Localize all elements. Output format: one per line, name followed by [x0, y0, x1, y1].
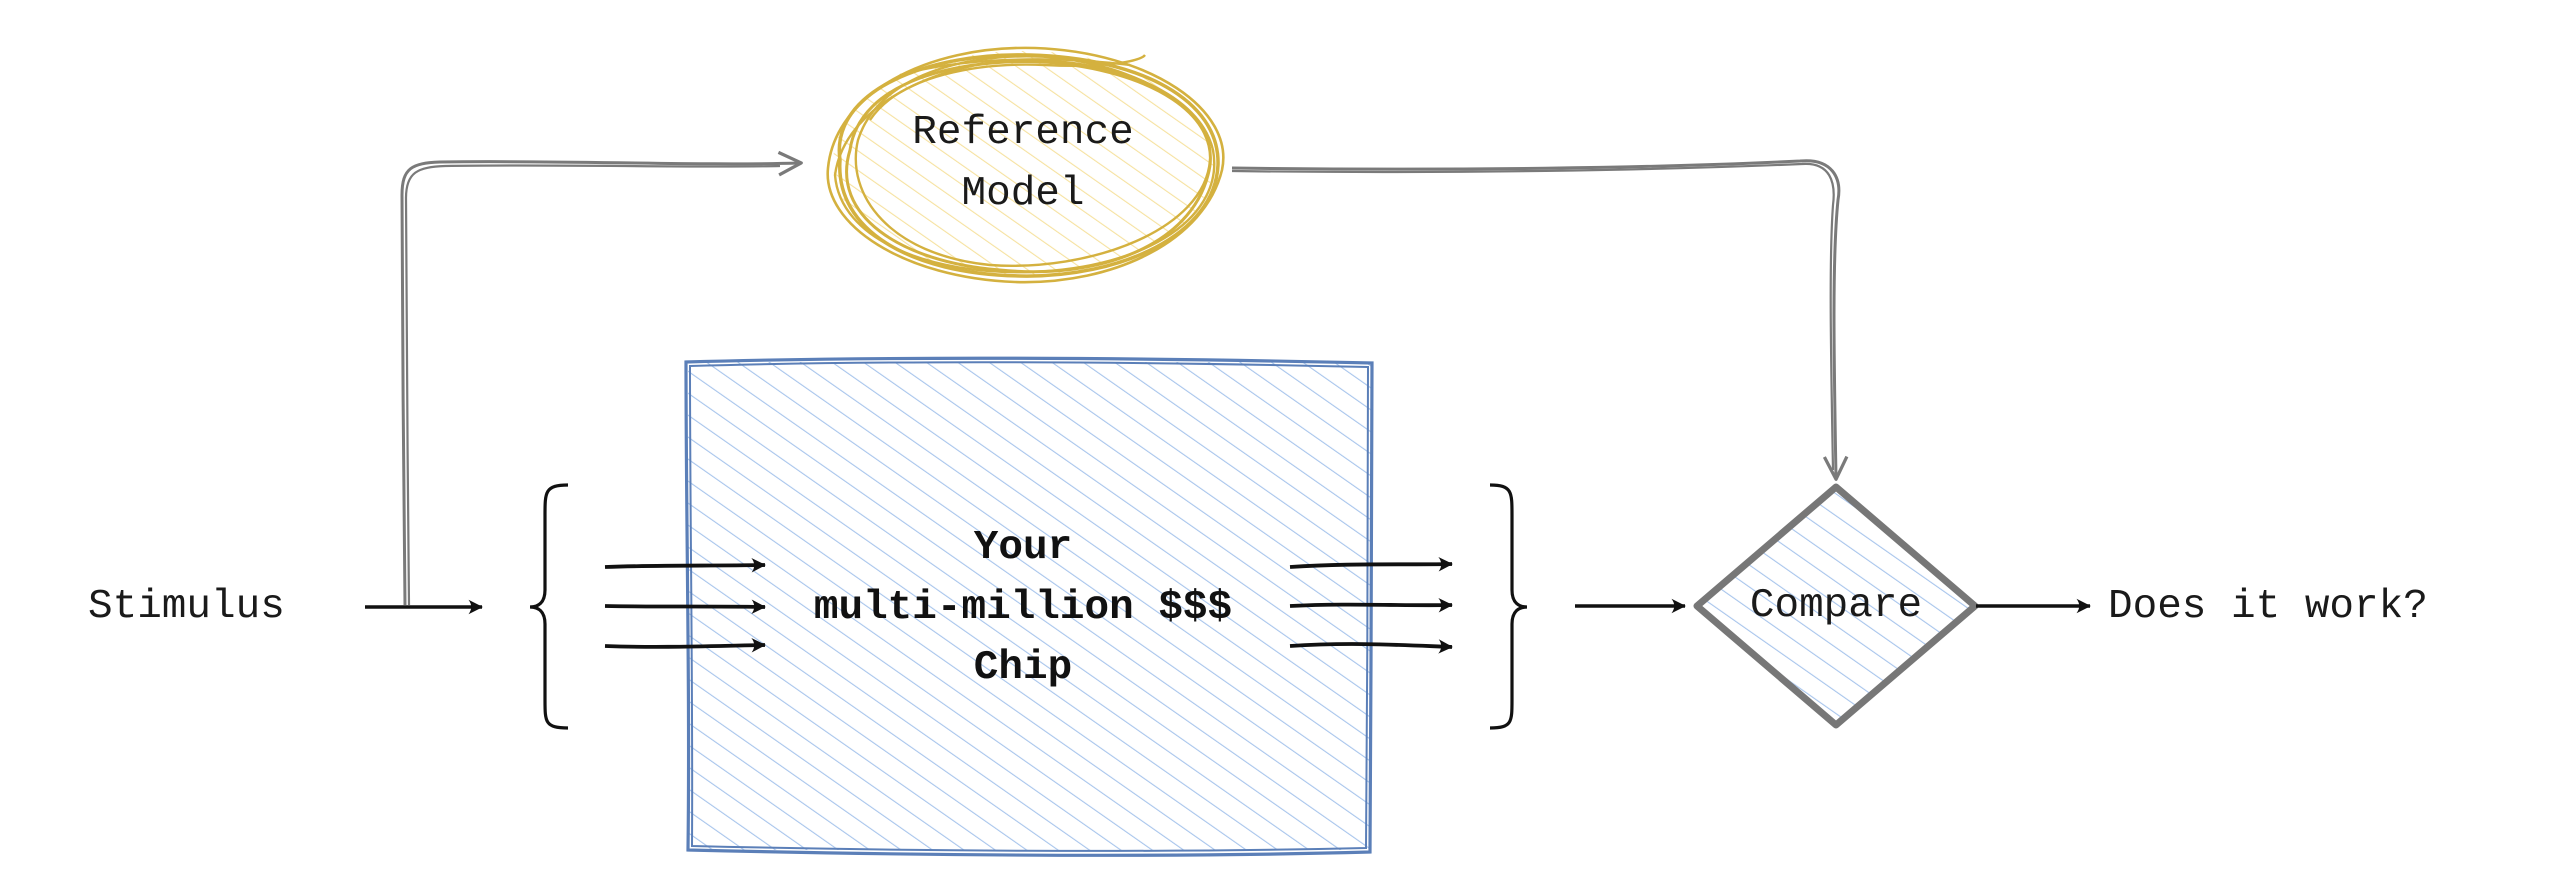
compare-node: Compare: [1693, 483, 1979, 729]
chip-output-arrows: [1289, 557, 1453, 654]
chip-input-arrow-3: [604, 638, 766, 653]
reference-model-outline: [837, 53, 1220, 278]
chip-label-line1: Your: [974, 525, 1072, 571]
chip-label-line3: Chip: [974, 645, 1072, 691]
reference-model-node: Reference Model: [826, 46, 1225, 284]
stimulus-label: Stimulus: [88, 584, 285, 630]
compare-outline: [1693, 483, 1979, 729]
chip-outline: [684, 356, 1374, 857]
input-brace: [529, 483, 569, 730]
reference-model-label-line2: Model: [961, 171, 1084, 217]
chip-label-line2: multi-million $$$: [814, 585, 1232, 631]
chip-output-arrow-3: [1289, 639, 1453, 654]
reference-model-label-line1: Reference: [912, 110, 1133, 156]
chip-node: Your multi-million $$$ Chip: [684, 356, 1374, 857]
chip-output-arrow-1: [1289, 557, 1453, 572]
reference-to-compare-connector: [1231, 159, 1849, 481]
chip-input-arrows: [604, 558, 766, 653]
output-brace: [1489, 483, 1528, 730]
chip-input-arrow-2: [604, 599, 766, 614]
stimulus-to-reference-connector: [400, 150, 803, 606]
result-label: Does it work?: [2108, 584, 2428, 630]
chip-output-arrow-2: [1289, 598, 1453, 613]
compare-label: Compare: [1750, 583, 1922, 629]
chip-input-arrow-1: [604, 558, 766, 573]
